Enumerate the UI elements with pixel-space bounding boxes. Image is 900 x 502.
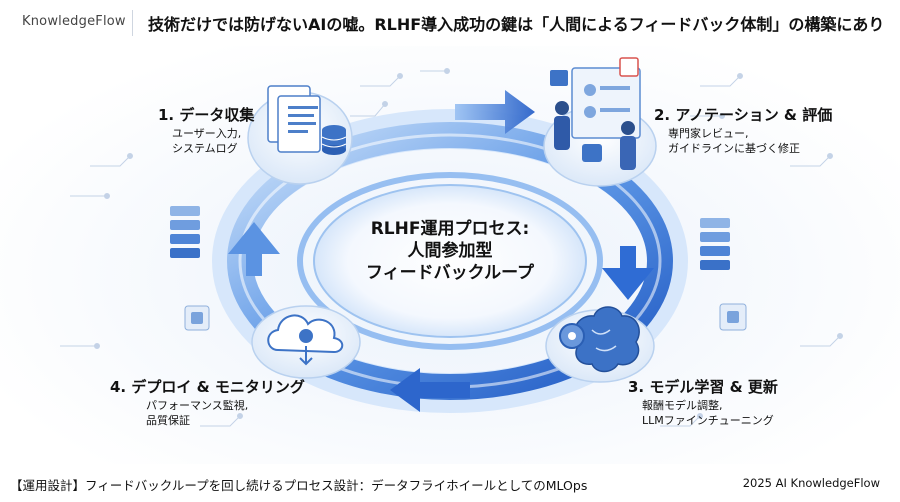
step-4-title: 4. デプロイ & モニタリング bbox=[110, 378, 305, 396]
step-4-desc-line2: 品質保証 bbox=[146, 414, 190, 427]
center-disc bbox=[313, 184, 587, 338]
brain-gear-icon bbox=[545, 306, 655, 383]
step-3-desc: 報酬モデル調整, LLMファインチューニング bbox=[642, 398, 774, 428]
server-stack-right-icon bbox=[700, 218, 730, 270]
reviewers-icon bbox=[543, 57, 657, 187]
center-label-line2: 人間参加型 bbox=[407, 241, 493, 261]
step-1-desc-line1: ユーザー入力, bbox=[172, 127, 242, 140]
step-1-desc: ユーザー入力, システムログ bbox=[172, 126, 241, 156]
document-database-icon bbox=[247, 85, 353, 185]
center-label-line3: フィードバックループ bbox=[365, 263, 535, 283]
step-1-desc-line2: システムログ bbox=[172, 142, 238, 155]
step-3-desc-line2: LLMファインチューニング bbox=[642, 414, 774, 427]
server-stack-left-icon bbox=[170, 206, 200, 258]
step-4-desc: パフォーマンス監視, 品質保証 bbox=[146, 398, 248, 428]
diagram-stage: RLHF運用プロセス: 人間参加型 フィードバックループ 1. データ収集 ユー… bbox=[0, 46, 900, 464]
step-3-desc-line1: 報酬モデル調整, bbox=[642, 399, 723, 412]
chip-right-icon bbox=[719, 303, 747, 331]
step-2-title: 2. アノテーション & 評価 bbox=[654, 106, 833, 124]
circuit-decoration bbox=[60, 68, 843, 427]
step-3-title: 3. モデル学習 & 更新 bbox=[628, 378, 778, 396]
chip-left-icon bbox=[184, 305, 210, 331]
arrow-bottom-left-icon bbox=[390, 368, 470, 412]
inner-ring bbox=[297, 172, 603, 350]
cloud-deploy-icon bbox=[251, 305, 361, 379]
step-2-desc-line1: 専門家レビュー, bbox=[668, 127, 749, 140]
loop-diagram bbox=[60, 57, 843, 427]
step-2-desc: 専門家レビュー, ガイドラインに基づく修正 bbox=[668, 126, 800, 156]
page-title: 技術だけでは防げないAIの嘘。RLHF導入成功の鍵は「人間によるフィードバック体… bbox=[148, 15, 885, 34]
center-label-line1: RLHF運用プロセス: bbox=[370, 219, 530, 239]
arrow-right-down-icon bbox=[602, 246, 654, 300]
center-label: RLHF運用プロセス: 人間参加型 フィードバックループ bbox=[350, 218, 550, 284]
header-divider bbox=[132, 10, 133, 36]
footer-caption: 【運用設計】フィードバックループを回し続けるプロセス設計：データフライホイールと… bbox=[10, 478, 588, 493]
footer-copyright: 2025 AI KnowledgeFlow bbox=[742, 476, 880, 490]
brand-name: KnowledgeFlow bbox=[22, 14, 126, 29]
arrow-left-up-icon bbox=[228, 222, 280, 276]
step-4-desc-line1: パフォーマンス監視, bbox=[146, 399, 249, 412]
step-2-desc-line2: ガイドラインに基づく修正 bbox=[668, 142, 800, 155]
arrow-top-right-icon bbox=[455, 90, 535, 134]
header-bar: KnowledgeFlow 技術だけでは防げないAIの嘘。RLHF導入成功の鍵は… bbox=[0, 0, 900, 46]
step-1-title: 1. データ収集 bbox=[158, 106, 255, 124]
